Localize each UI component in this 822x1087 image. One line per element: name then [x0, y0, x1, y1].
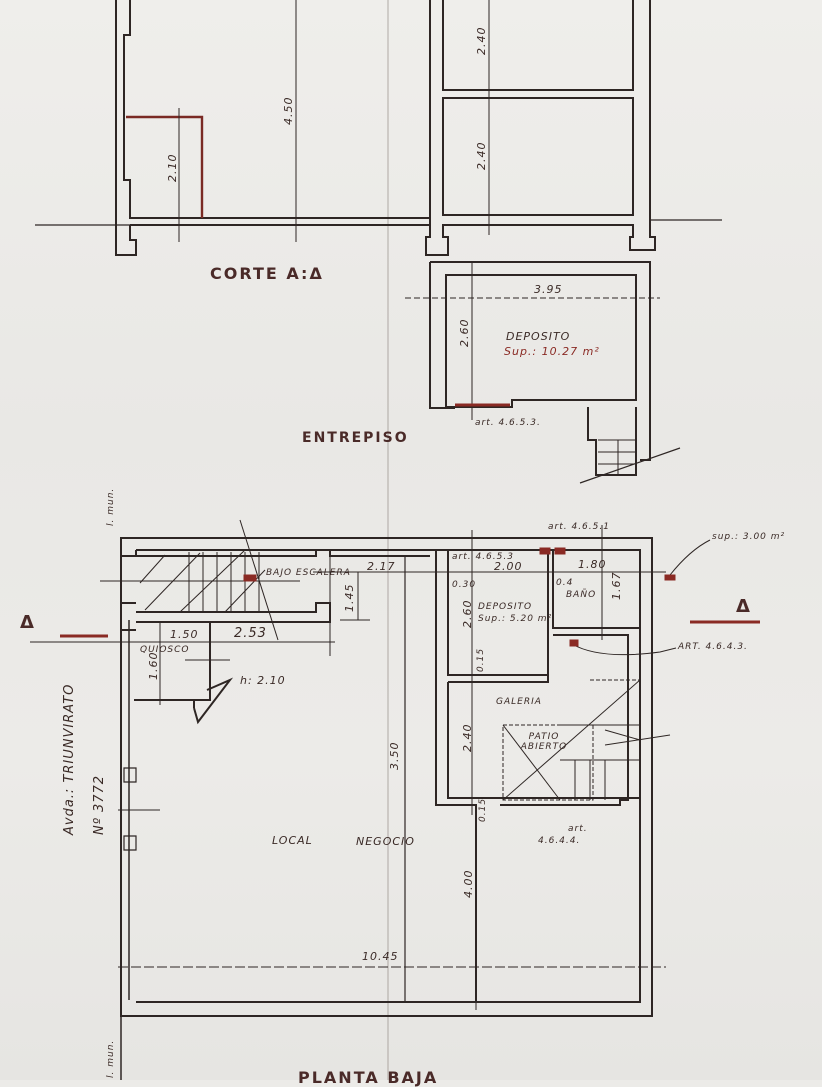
- storage-label: DEPOSITO: [478, 602, 533, 612]
- patio-label: PATIO ABIERTO: [520, 732, 568, 752]
- dim-gallery-depth: 2.40: [461, 723, 474, 753]
- section-marker-right: Δ: [736, 596, 752, 617]
- kiosk-label: QUIOSCO: [140, 645, 190, 655]
- paper-fold-line: [387, 0, 389, 1080]
- party-wall-label-bottom: l. mun.: [106, 1039, 116, 1078]
- party-wall-label-top: l. mun.: [106, 487, 116, 526]
- art-4643-note: ART. 4.6.4.3.: [678, 642, 748, 652]
- dim-bath-width: 1.80: [578, 558, 607, 571]
- art-4644-label-b: 4.6.4.4.: [538, 836, 581, 846]
- art-4653-label: art. 4.6.5.3: [452, 552, 514, 562]
- section-drawing: [35, 0, 722, 256]
- dim-stair-depth: 1.45: [343, 583, 356, 613]
- street-number: Nº 3772: [92, 774, 107, 835]
- mezz-room-area: Sup.: 10.27 m²: [504, 345, 600, 358]
- art-4651-label: art. 4.6.5.1: [548, 522, 610, 532]
- dim-total-height: 4.50: [282, 96, 295, 126]
- dim-bath-depth: 1.67: [610, 571, 623, 601]
- art-4644-label-a: art.: [568, 824, 588, 834]
- section-marker-left: Δ: [20, 612, 36, 633]
- dim-stair-width: 2.53: [234, 626, 267, 641]
- vent-area-note: sup.: 3.00 m²: [712, 532, 786, 542]
- dim-kiosk-width: 1.50: [170, 628, 199, 641]
- dim-wall-004: 0.4: [556, 578, 574, 588]
- dim-shop-depth-rear: 4.00: [462, 869, 475, 899]
- dim-upper-floor: 2.40: [475, 26, 488, 56]
- dim-lower-floor: 2.40: [475, 141, 488, 171]
- street-name: Avda.: TRIUNVIRATO: [62, 683, 77, 835]
- dim-kiosk-depth: 1.60: [147, 651, 160, 681]
- dim-mezz-depth: 2.60: [458, 318, 471, 348]
- kiosk-height-label: h: 2.10: [240, 674, 286, 687]
- shop-label-negocio: NEGOCIO: [356, 835, 415, 848]
- dim-corridor-width: 2.17: [367, 560, 396, 573]
- shop-label-local: LOCAL: [272, 834, 313, 847]
- bath-label: BAÑO: [566, 590, 597, 600]
- mezzanine-title: ENTREPISO: [302, 430, 409, 446]
- ground-floor-drawing: [30, 519, 711, 1080]
- dim-mezz-width: 3.95: [534, 283, 563, 296]
- dim-storage-depth: 2.60: [461, 599, 474, 629]
- mezz-article-ref: art. 4.6.5.3.: [475, 418, 541, 428]
- dim-shop-depth-mid: 3.50: [388, 741, 401, 771]
- dim-wall-015b: 0.15: [478, 797, 488, 822]
- section-title: CORTE A:Δ: [210, 264, 324, 283]
- dim-wall-030: 0.30: [452, 580, 477, 590]
- storage-area: Sup.: 5.20 m²: [478, 614, 553, 624]
- under-stair-label: BAJO ESCALERA: [266, 568, 351, 578]
- gallery-label: GALERIA: [496, 697, 542, 707]
- dim-storage-width: 2.00: [494, 560, 523, 573]
- dim-kiosk-height: 2.10: [166, 153, 179, 183]
- mezz-room-name: DEPOSITO: [506, 330, 571, 343]
- dim-wall-015: 0.15: [476, 647, 486, 672]
- dim-total-length: 10.45: [362, 950, 399, 963]
- mezzanine-drawing: [405, 261, 681, 484]
- ground-floor-title: PLANTA BAJA: [298, 1068, 439, 1087]
